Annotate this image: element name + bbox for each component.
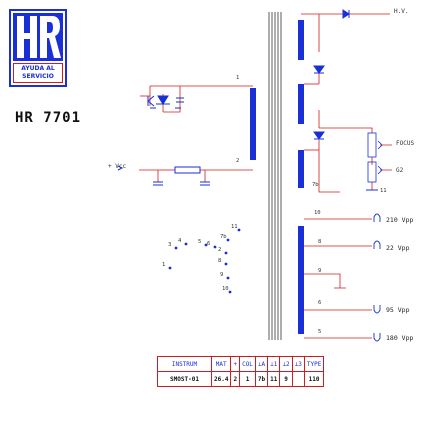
pinout-dot xyxy=(224,251,228,255)
wiper-arrow-icon xyxy=(377,140,383,175)
pinout-dot xyxy=(204,243,208,247)
capacitor-icon xyxy=(200,181,210,186)
voltage-label: 95 Vpp xyxy=(386,306,410,314)
hv-stack-components xyxy=(298,9,383,191)
g2-potentiometer xyxy=(367,161,377,183)
primary-components xyxy=(117,95,210,186)
diode-icon xyxy=(313,65,325,74)
transformer-core xyxy=(268,12,282,340)
pinout-label: 8 xyxy=(218,258,221,264)
pinout-dot xyxy=(184,242,188,246)
focus-potentiometer xyxy=(367,132,377,158)
brand-logo-mark xyxy=(13,13,63,61)
spec-value-cell: 7b xyxy=(254,371,269,387)
hr-logo-glyph xyxy=(17,16,61,58)
g2-label: G2 xyxy=(396,167,404,174)
pinout-dot xyxy=(226,276,230,280)
voltage-label: 210 Vpp xyxy=(386,216,413,224)
spec-value-cell: 2 xyxy=(230,371,241,387)
diode-icon xyxy=(157,95,169,105)
spec-header-cell: + xyxy=(230,356,241,372)
pinout-label: 9 xyxy=(220,272,223,278)
focus-label: FOCUS xyxy=(396,140,414,147)
voltage-label: 180 Vpp xyxy=(386,334,413,342)
spec-header-cell: ⊥3 xyxy=(291,356,305,372)
pinout-dot xyxy=(226,238,230,242)
spec-header-cell: TYPE xyxy=(303,356,325,372)
pin-label: 5 xyxy=(318,329,321,335)
spec-header-cell: ⊥2 xyxy=(279,356,293,372)
model-number: HR 7701 xyxy=(15,110,82,126)
spec-value-cell: 1 xyxy=(239,371,256,387)
hv-winding-3 xyxy=(298,150,304,188)
spec-value-cell xyxy=(291,371,305,387)
hv-winding-1 xyxy=(298,20,304,60)
pin-label: 9 xyxy=(318,268,321,274)
spec-value-cell: 110 xyxy=(303,371,325,387)
pin-label: 6 xyxy=(318,300,321,306)
spec-value-row: SMOST-01 26.4 2 1 7b 11 9 110 xyxy=(157,371,325,387)
spec-table: INSTRUM MAT + COL ⊥A ⊥1 ⊥2 ⊥3 TYPE SMOST… xyxy=(157,356,325,387)
vcc-label: + Vcc xyxy=(108,163,126,170)
pinout-dot xyxy=(213,245,217,249)
resistor-icon xyxy=(174,166,201,174)
vcc-arrow-icon xyxy=(117,165,124,171)
primary-winding xyxy=(250,88,256,160)
pinout-dot xyxy=(224,262,228,266)
hv-winding-2 xyxy=(298,84,304,124)
pinout-label: 1 xyxy=(162,262,165,268)
spec-value-cell: 11 xyxy=(267,371,281,387)
spec-header-row: INSTRUM MAT + COL ⊥A ⊥1 ⊥2 ⊥3 TYPE xyxy=(157,356,325,372)
pinout-dot xyxy=(174,246,178,250)
pinout-label: 7b xyxy=(220,234,227,240)
spec-header-cell: ⊥A xyxy=(254,356,269,372)
pin-label: 10 xyxy=(314,210,321,216)
transistor-symbol xyxy=(147,95,155,107)
pinout-dot xyxy=(237,228,241,232)
pulse-down-icon xyxy=(373,333,381,342)
pinout-label: 6 xyxy=(207,241,210,247)
pin-label: 2 xyxy=(236,158,239,164)
hv-stack-wiring xyxy=(301,13,392,193)
diode-icon xyxy=(313,131,325,140)
primary-circuit xyxy=(139,85,253,182)
pinout-label: 4 xyxy=(178,238,182,244)
pinout-dot xyxy=(168,266,172,270)
spec-header-cell: COL xyxy=(239,356,256,372)
secondary-wiring xyxy=(304,218,372,339)
pin-label: 1 xyxy=(236,75,239,81)
pinout-view: 11 7b 65 4 3 2 1 8 9 10 xyxy=(162,224,241,294)
pinout-label: 11 xyxy=(231,224,238,230)
spec-header-cell: MAT xyxy=(210,356,232,372)
spec-value-cell: SMOST-01 xyxy=(157,371,212,387)
hv-label: H.V. xyxy=(394,8,408,15)
waveform-icons xyxy=(373,213,381,342)
spec-header-cell: ⊥1 xyxy=(267,356,281,372)
capacitor-icon xyxy=(153,181,163,186)
pulse-up-icon xyxy=(373,240,381,249)
pinout-label: 10 xyxy=(222,286,229,292)
pin-label: 11 xyxy=(380,188,387,194)
brand-logo: AYUDA AL SERVICIO xyxy=(9,9,67,87)
pulse-down-icon xyxy=(373,305,381,314)
secondary-winding xyxy=(298,226,304,334)
spec-value-cell: 26.4 xyxy=(210,371,232,387)
spec-value-cell: 9 xyxy=(279,371,293,387)
pin-label: 7b xyxy=(312,182,319,188)
brand-caption: AYUDA AL SERVICIO xyxy=(13,63,63,83)
pin-label: 8 xyxy=(318,239,321,245)
voltage-label: 22 Vpp xyxy=(386,244,410,252)
pinout-label: 5 xyxy=(198,239,201,245)
pinout-dot xyxy=(228,290,232,294)
diode-icon xyxy=(342,9,350,19)
capacitor-icon xyxy=(176,97,184,103)
pinout-label: 2 xyxy=(218,247,221,253)
pulse-up-icon xyxy=(373,213,381,222)
pinout-label: 3 xyxy=(168,242,171,248)
spec-header-cell: INSTRUM xyxy=(157,356,212,372)
